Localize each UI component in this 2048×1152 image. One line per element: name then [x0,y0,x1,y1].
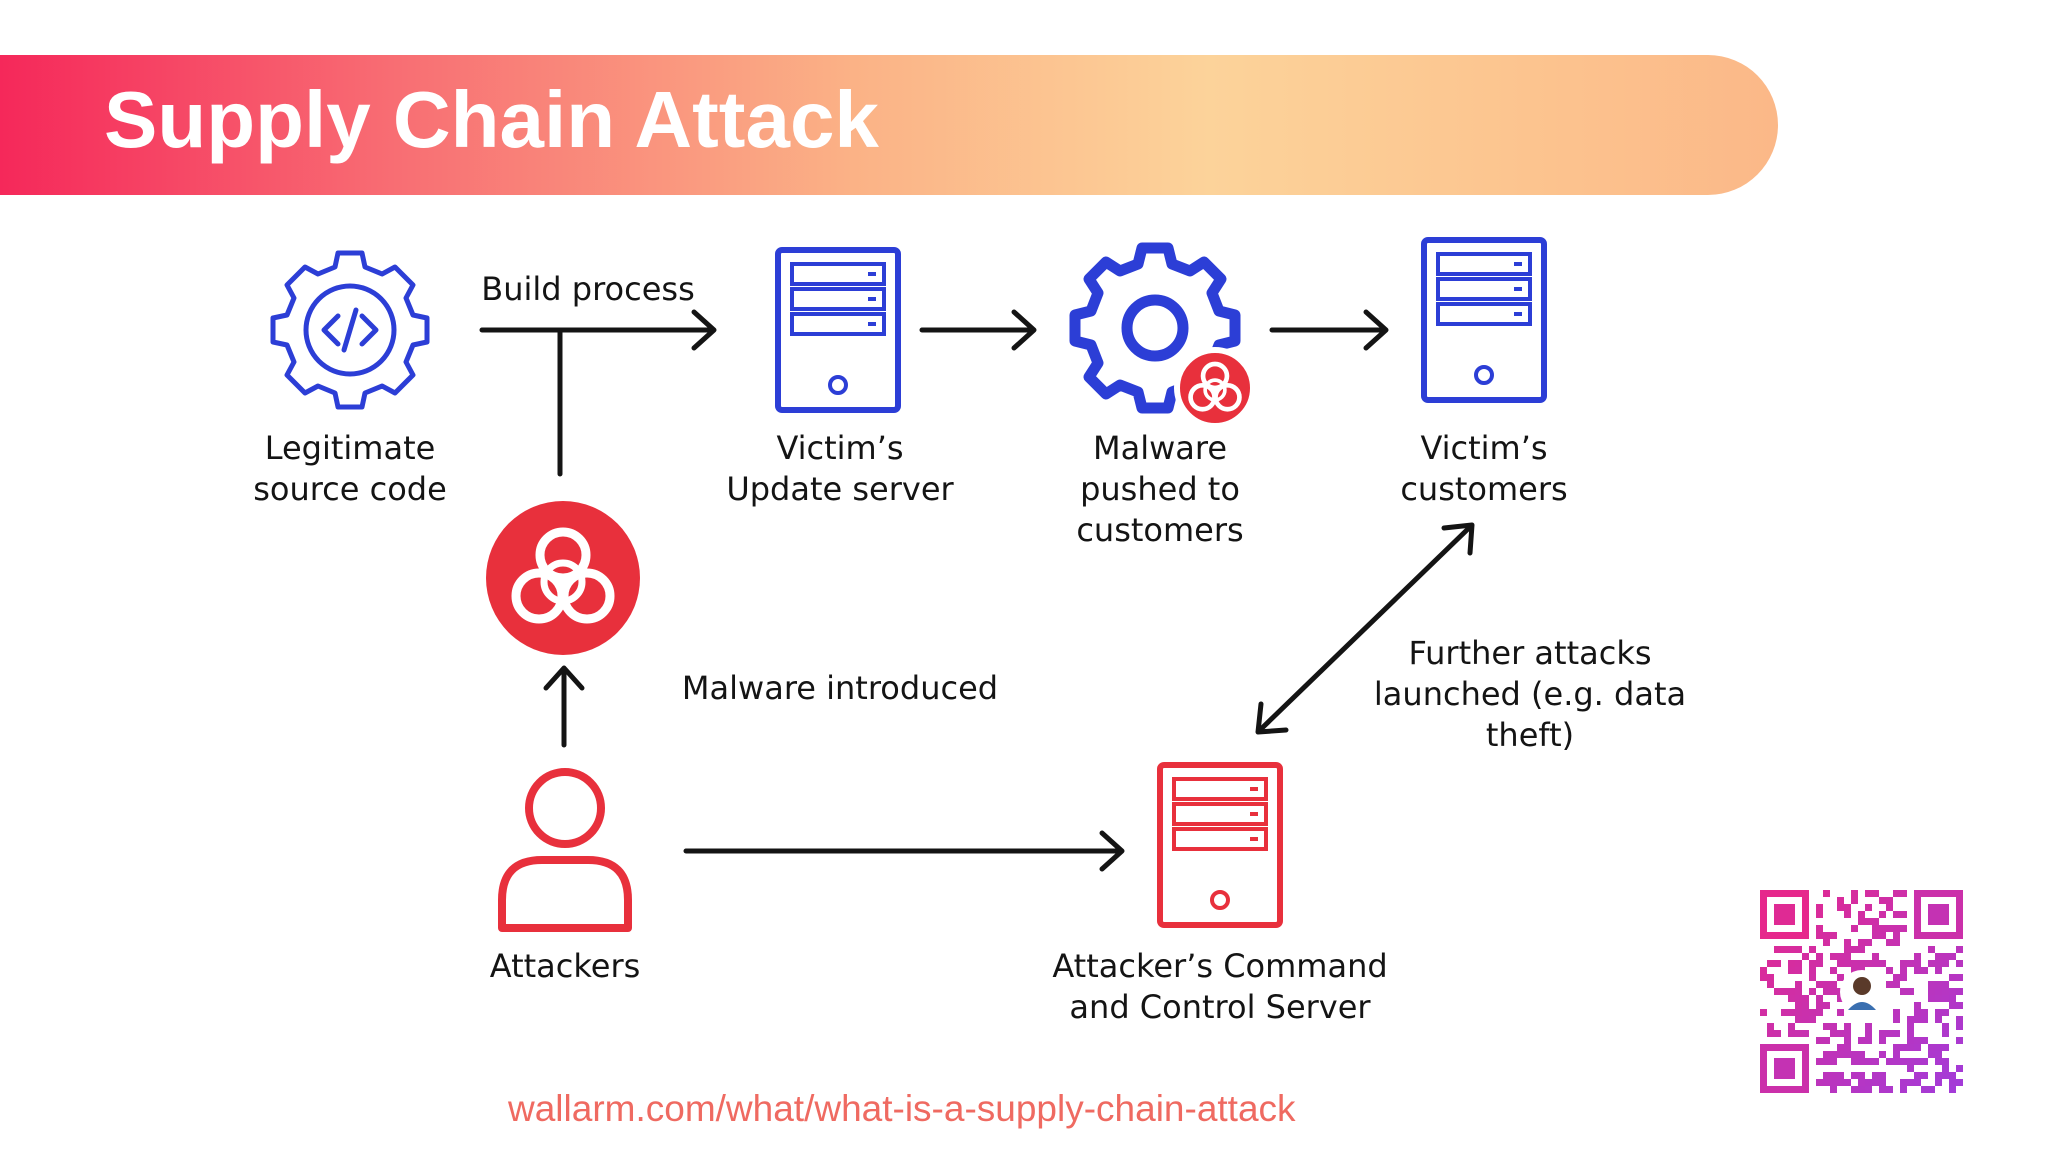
malware-pushed-label: Malware pushed to customers [1076,429,1244,549]
page-title: Supply Chain Attack [104,75,879,164]
source-url-link[interactable]: wallarm.com/what/what-is-a-supply-chain-… [508,1088,1296,1129]
update-to-malware-arrow [919,309,1037,351]
server-icon [775,247,901,413]
attackers-label: Attackers [489,947,641,985]
build-process-arrow [479,309,717,351]
server-icon [1421,237,1547,403]
further-attacks-label: Further attacks launched (e.g. data thef… [1373,634,1687,754]
attackers-to-malware-arrow [543,665,585,748]
malware-to-customers-arrow [1269,309,1389,351]
gear-biohazard-icon [1069,242,1256,429]
source-code-label: Legitimate source code [253,429,447,508]
qr-code-icon [1760,890,1964,1094]
update-server-label: Victim’s Update server [726,429,954,508]
malware-introduced-label: Malware introduced [681,669,999,707]
c2-customers-double-arrow [1255,522,1475,735]
code-gear-icon [270,250,430,410]
build-process-label: Build process [481,270,695,308]
server-icon [1157,762,1283,928]
person-icon [498,768,632,932]
attackers-to-c2-arrow [683,830,1125,872]
biohazard-icon [486,501,640,655]
title-banner [0,55,1778,195]
customers-label: Victim’s customers [1400,429,1568,508]
c2-server-label: Attacker’s Command and Control Server [1052,947,1388,1026]
